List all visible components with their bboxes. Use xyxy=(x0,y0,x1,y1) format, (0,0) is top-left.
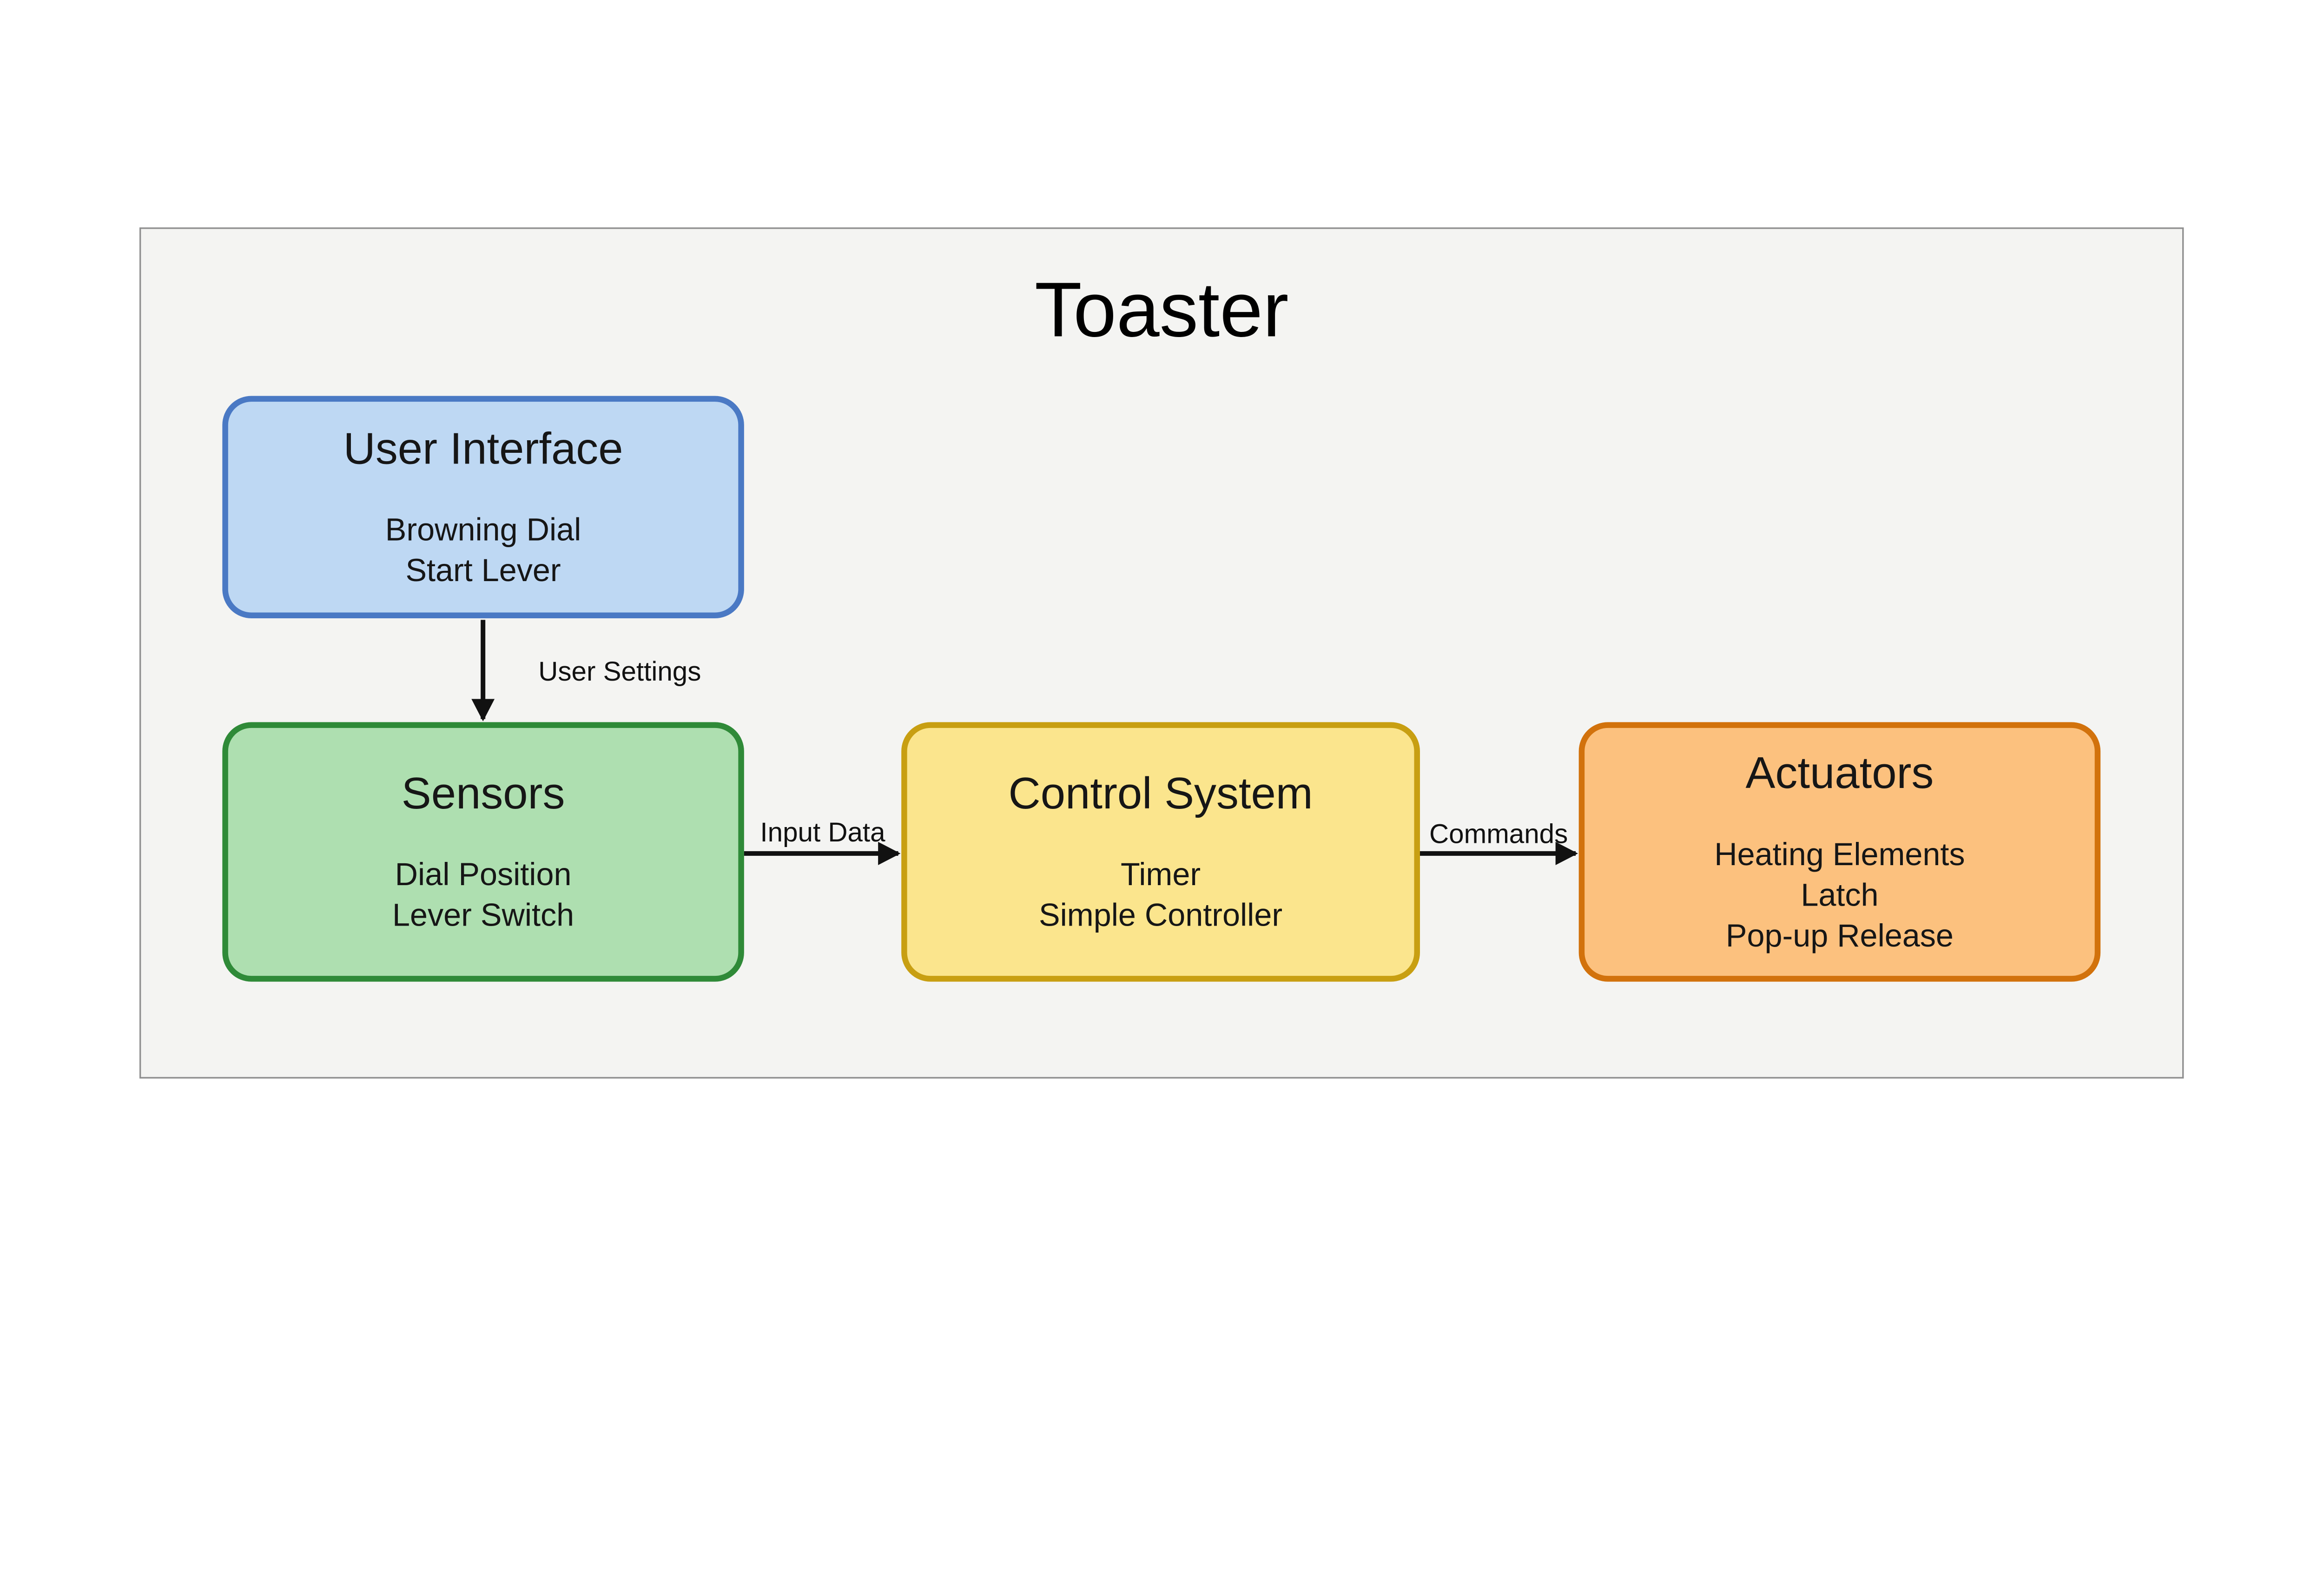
node-actuators-body: Heating Elements Latch Pop-up Release xyxy=(1714,834,1965,956)
node-control-system-title: Control System xyxy=(1008,768,1313,818)
node-user-interface-body: Browning Dial Start Lever xyxy=(385,510,581,591)
node-line: Lever Switch xyxy=(392,897,574,933)
diagram-title: Toaster xyxy=(1034,266,1289,353)
node-line: Dial Position xyxy=(395,857,572,893)
node-user-interface: User Interface Browning Dial Start Lever xyxy=(222,396,744,618)
edge-label-input-data: Input Data xyxy=(760,817,885,847)
node-sensors: Sensors Dial Position Lever Switch xyxy=(222,722,744,982)
node-control-system: Control System Timer Simple Controller xyxy=(901,722,1420,982)
node-line: Start Lever xyxy=(405,553,561,589)
node-sensors-title: Sensors xyxy=(401,768,565,818)
node-line: Pop-up Release xyxy=(1725,918,1954,953)
edge-label-user-settings: User Settings xyxy=(538,656,701,687)
diagram-canvas: Toaster User Interface Browning Dial Sta… xyxy=(139,227,2184,1079)
node-sensors-body: Dial Position Lever Switch xyxy=(392,854,574,936)
node-actuators: Actuators Heating Elements Latch Pop-up … xyxy=(1578,722,2101,982)
node-line: Browning Dial xyxy=(385,512,581,548)
node-line: Timer xyxy=(1121,857,1201,893)
edge-label-commands: Commands xyxy=(1429,818,1568,849)
node-control-system-body: Timer Simple Controller xyxy=(1039,854,1282,936)
node-actuators-title: Actuators xyxy=(1745,748,1934,798)
node-line: Simple Controller xyxy=(1039,897,1283,933)
node-line: Latch xyxy=(1801,877,1879,913)
node-line: Heating Elements xyxy=(1714,836,1965,872)
node-user-interface-title: User Interface xyxy=(343,424,623,474)
